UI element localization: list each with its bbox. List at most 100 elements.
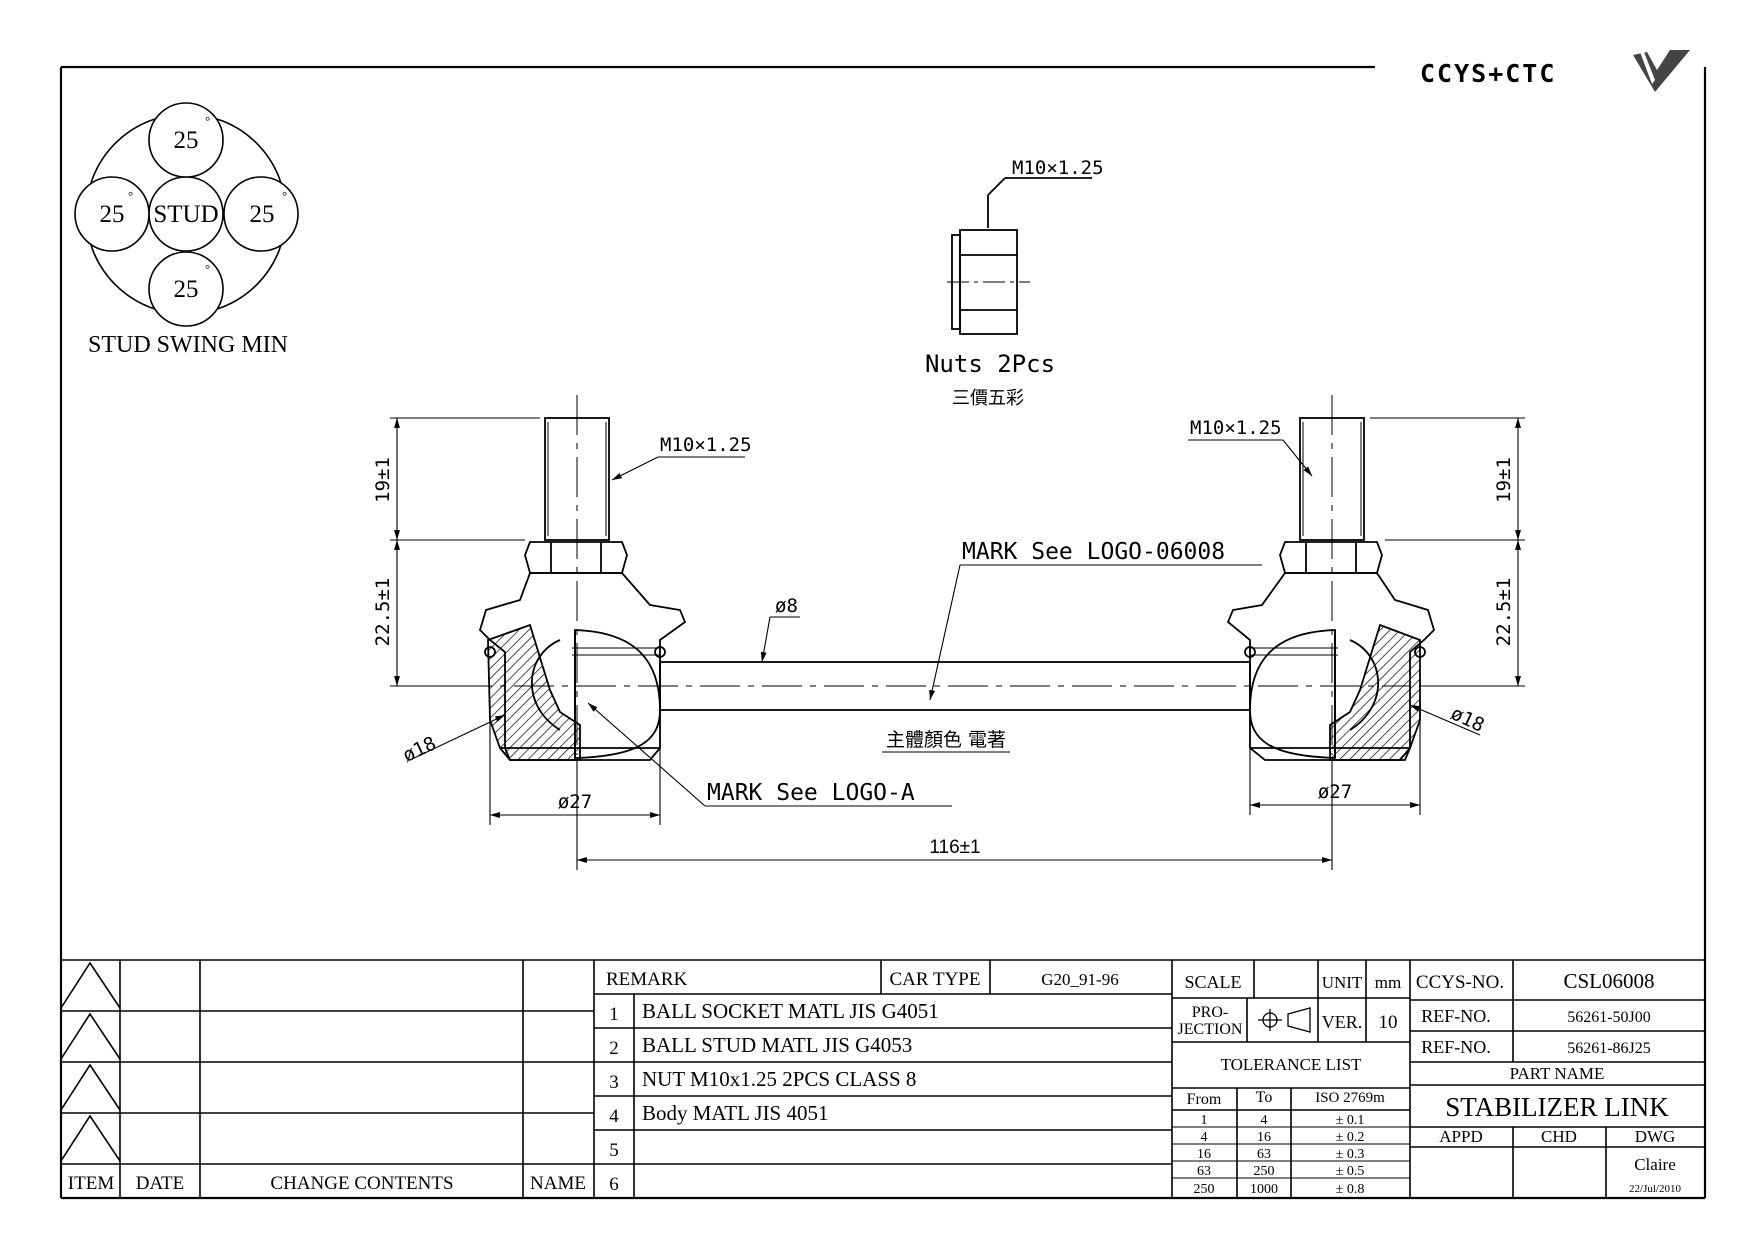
dim-dia27-left: ø27 bbox=[558, 791, 592, 813]
title-block-grid bbox=[60, 959, 1705, 1198]
dim-dia18-right: ø18 bbox=[1447, 702, 1487, 736]
part-name-value: STABILIZER LINK bbox=[1445, 1092, 1669, 1122]
title-info: CCYS-NO. CSL06008 REF-NO. 56261-50J00 RE… bbox=[1416, 969, 1682, 1195]
swing-angle-left: 25 bbox=[100, 201, 125, 228]
tolerance-from-cell: 4 bbox=[1201, 1130, 1208, 1145]
right-thread-callout: M10×1.25 bbox=[1190, 417, 1282, 439]
tolerance-tol-cell: ± 0.8 bbox=[1336, 1182, 1365, 1197]
remark-header: REMARK bbox=[606, 969, 688, 990]
chd-label: CHD bbox=[1541, 1127, 1577, 1146]
ver-label: VER. bbox=[1322, 1012, 1363, 1032]
body-color-note: 主體顏色 電著 bbox=[886, 729, 1006, 751]
stud-swing-diagram bbox=[74, 102, 299, 327]
tolerance-to-cell: 1000 bbox=[1250, 1182, 1278, 1197]
revision-headers: ITEM DATE CHANGE CONTENTS NAME bbox=[68, 1173, 586, 1194]
rev-header-date: DATE bbox=[136, 1173, 185, 1194]
part-name-label: PART NAME bbox=[1510, 1064, 1605, 1083]
ccys-logo-mark-icon bbox=[1633, 50, 1690, 92]
svg-text:4: 4 bbox=[609, 1106, 619, 1127]
stabilizer-link-drawing bbox=[390, 395, 1436, 761]
car-type-label: CAR TYPE bbox=[890, 969, 981, 990]
mark-logo-a: MARK See LOGO-A bbox=[707, 780, 915, 806]
unit-label: UNIT bbox=[1322, 973, 1363, 992]
projection-symbol-icon bbox=[1258, 1007, 1311, 1033]
dim-length: 116±1 bbox=[929, 837, 980, 858]
tolerance-tol-cell: ± 0.5 bbox=[1336, 1164, 1365, 1179]
ver-value: 10 bbox=[1379, 1012, 1398, 1033]
dim-dia18-left: ø18 bbox=[399, 732, 439, 766]
tolerance-to-cell: 16 bbox=[1257, 1130, 1271, 1145]
nut-thread-callout: M10×1.25 bbox=[1012, 157, 1104, 179]
dimension-lines bbox=[390, 417, 1525, 870]
svg-text:°: ° bbox=[128, 188, 133, 203]
remark-row-4: Body MATL JIS 4051 bbox=[642, 1101, 829, 1125]
tolerance-to-cell: 250 bbox=[1254, 1164, 1275, 1179]
ref-no-label-2: REF-NO. bbox=[1421, 1037, 1491, 1057]
unit-value: mm bbox=[1375, 973, 1401, 992]
dim-19-left: 19±1 bbox=[372, 457, 394, 503]
svg-text:°: ° bbox=[205, 261, 210, 276]
svg-text:To: To bbox=[1256, 1089, 1273, 1106]
spec-table: SCALE UNIT mm PRO- JECTION VER. 10 TOLER… bbox=[1178, 972, 1402, 1108]
svg-text:5: 5 bbox=[609, 1140, 619, 1161]
dim-19-right: 19±1 bbox=[1493, 457, 1515, 503]
car-type-value: G20_91-96 bbox=[1041, 970, 1118, 989]
left-thread-callout: M10×1.25 bbox=[660, 434, 752, 456]
company-logo: CCYS+CTC bbox=[1420, 50, 1690, 92]
remark-row-3: NUT M10x1.25 2PCS CLASS 8 bbox=[642, 1067, 916, 1091]
stud-swing-caption: STUD SWING MIN bbox=[88, 332, 288, 358]
ref-no-label-1: REF-NO. bbox=[1421, 1006, 1491, 1026]
remark-row-2: BALL STUD MATL JIS G4053 bbox=[642, 1033, 912, 1057]
dimension-labels: 19±1 22.5±1 19±1 22.5±1 ø18 ø18 ø27 ø27 … bbox=[372, 417, 1515, 858]
dim-dia27-right: ø27 bbox=[1318, 781, 1352, 803]
svg-text:2: 2 bbox=[609, 1038, 619, 1059]
nut-plating-note: 三價五彩 bbox=[952, 388, 1024, 409]
logo-text: CCYS+CTC bbox=[1420, 59, 1556, 88]
svg-text:1: 1 bbox=[609, 1004, 619, 1025]
swing-angle-top: 25 bbox=[174, 127, 199, 154]
nut-drawing bbox=[947, 177, 1092, 335]
tolerance-from-cell: 250 bbox=[1194, 1182, 1215, 1197]
rev-header-change: CHANGE CONTENTS bbox=[270, 1173, 453, 1194]
dwg-label: DWG bbox=[1635, 1127, 1676, 1146]
svg-text:ISO 2769m: ISO 2769m bbox=[1315, 1090, 1385, 1106]
ref-no-value-1: 56261-50J00 bbox=[1567, 1009, 1651, 1026]
scale-label: SCALE bbox=[1184, 972, 1241, 992]
sheet-border bbox=[59, 65, 1707, 1200]
mark-logo-body: MARK See LOGO-06008 bbox=[962, 539, 1225, 565]
svg-text:6: 6 bbox=[609, 1174, 619, 1195]
tolerance-from-cell: 63 bbox=[1197, 1164, 1211, 1179]
tolerance-from-cell: 16 bbox=[1197, 1147, 1211, 1162]
swing-angle-right: 25 bbox=[250, 201, 275, 228]
svg-text:JECTION: JECTION bbox=[1178, 1021, 1243, 1038]
remark-row-1: BALL SOCKET MATL JIS G4051 bbox=[642, 999, 939, 1023]
ccys-no-value: CSL06008 bbox=[1563, 969, 1654, 993]
rev-header-name: NAME bbox=[530, 1173, 586, 1194]
tolerance-tol-cell: ± 0.1 bbox=[1336, 1113, 1365, 1128]
dwg-name: Claire bbox=[1634, 1155, 1676, 1174]
tolerance-from-cell: 1 bbox=[1201, 1113, 1208, 1128]
nut-labels: M10×1.25 Nuts 2Pcs 三價五彩 bbox=[925, 157, 1104, 409]
shaft-diameter: ø8 bbox=[775, 595, 798, 617]
tolerance-title: TOLERANCE LIST bbox=[1221, 1055, 1362, 1074]
remarks-table: REMARK CAR TYPE G20_91-96 1 BALL SOCKET … bbox=[606, 969, 1119, 1195]
tolerance-to-cell: 63 bbox=[1257, 1147, 1271, 1162]
appd-label: APPD bbox=[1439, 1127, 1482, 1146]
svg-text:From: From bbox=[1187, 1091, 1222, 1108]
stud-label: STUD bbox=[153, 201, 218, 228]
rev-header-item: ITEM bbox=[68, 1173, 115, 1194]
tolerance-tol-cell: ± 0.2 bbox=[1336, 1130, 1365, 1145]
swing-angle-bottom: 25 bbox=[174, 276, 199, 303]
ref-no-value-2: 56261-86J25 bbox=[1567, 1040, 1651, 1057]
svg-text:°: ° bbox=[282, 188, 287, 203]
svg-text:°: ° bbox=[205, 113, 210, 128]
tolerance-tol-cell: ± 0.3 bbox=[1336, 1147, 1365, 1162]
stud-swing-labels: STUD 25 ° 25 ° 25 ° 25 ° STUD SWING MIN bbox=[88, 113, 288, 358]
dim-22-5-right: 22.5±1 bbox=[1493, 578, 1515, 647]
dim-22-5-left: 22.5±1 bbox=[372, 578, 394, 647]
svg-text:3: 3 bbox=[609, 1072, 619, 1093]
svg-text:PRO-: PRO- bbox=[1192, 1004, 1228, 1021]
dwg-date: 22/Jul/2010 bbox=[1629, 1183, 1681, 1195]
